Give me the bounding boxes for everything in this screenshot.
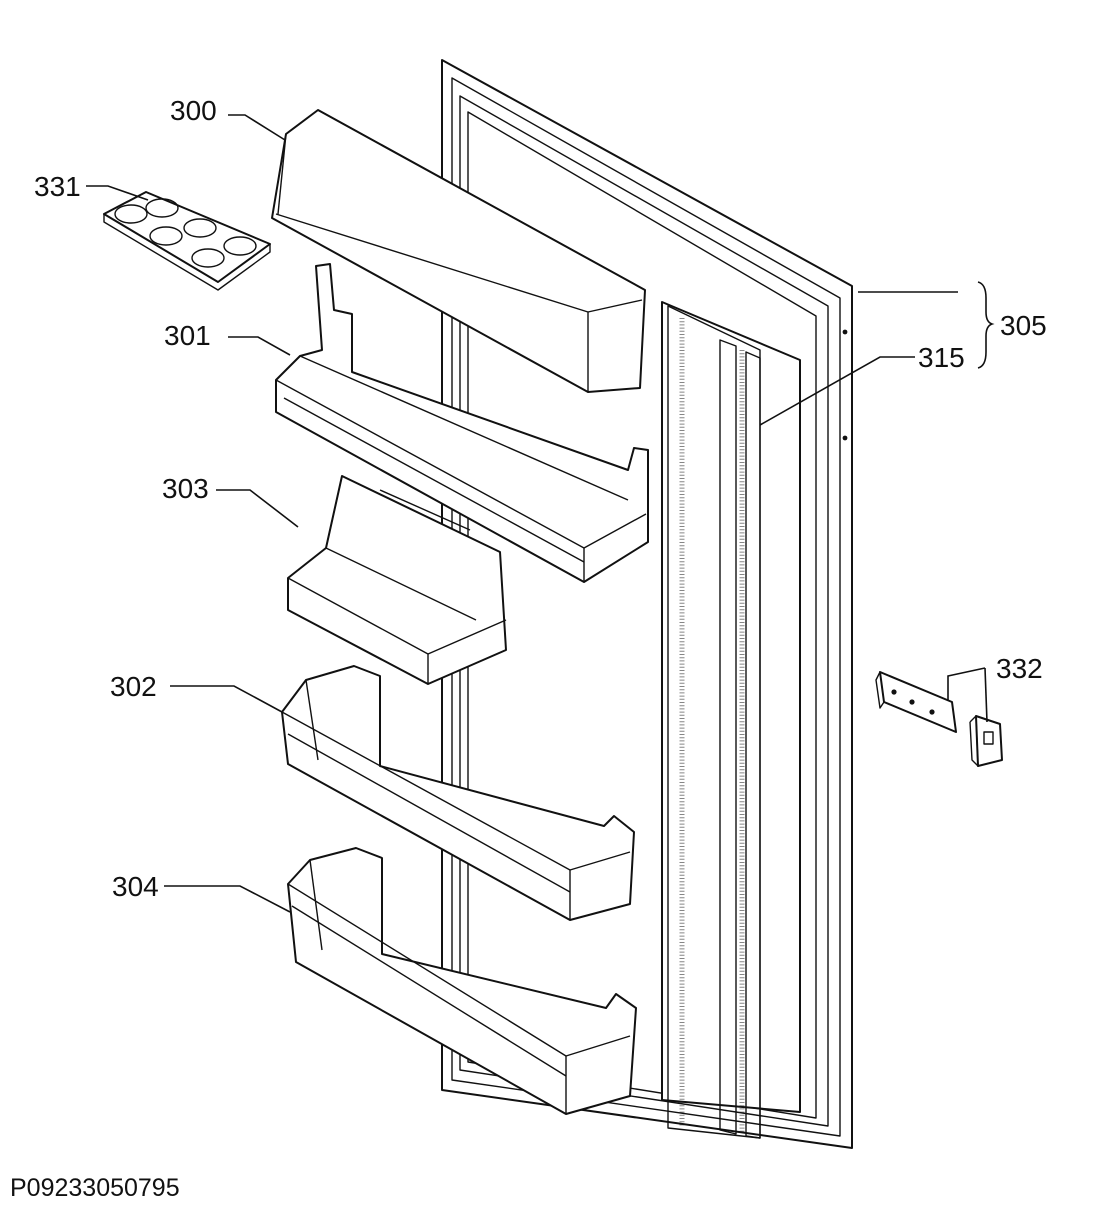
callout-305: 305: [1000, 310, 1047, 341]
small-box-part: [287, 475, 507, 685]
callout-331: 331: [34, 171, 81, 202]
callout-304: 304: [112, 871, 159, 902]
hinge-cover-part: [875, 671, 1003, 767]
callout-300: 300: [170, 95, 217, 126]
callout-labels: 300 331 301 303 302 304 305 315 332: [34, 95, 1047, 902]
callout-315: 315: [918, 342, 965, 373]
callout-332: 332: [996, 653, 1043, 684]
door-gasket: [667, 305, 761, 1139]
middle-shelf-part: [281, 665, 635, 921]
upper-shelf-part: [275, 263, 649, 583]
lower-shelf-part: [287, 847, 637, 1115]
drawing-code: P09233050795: [10, 1174, 180, 1202]
egg-tray-part: [103, 191, 271, 291]
callout-301: 301: [164, 320, 211, 351]
callout-302: 302: [110, 671, 157, 702]
top-cover-part: [271, 109, 646, 393]
callout-303: 303: [162, 473, 209, 504]
leader-lines: [86, 114, 995, 913]
